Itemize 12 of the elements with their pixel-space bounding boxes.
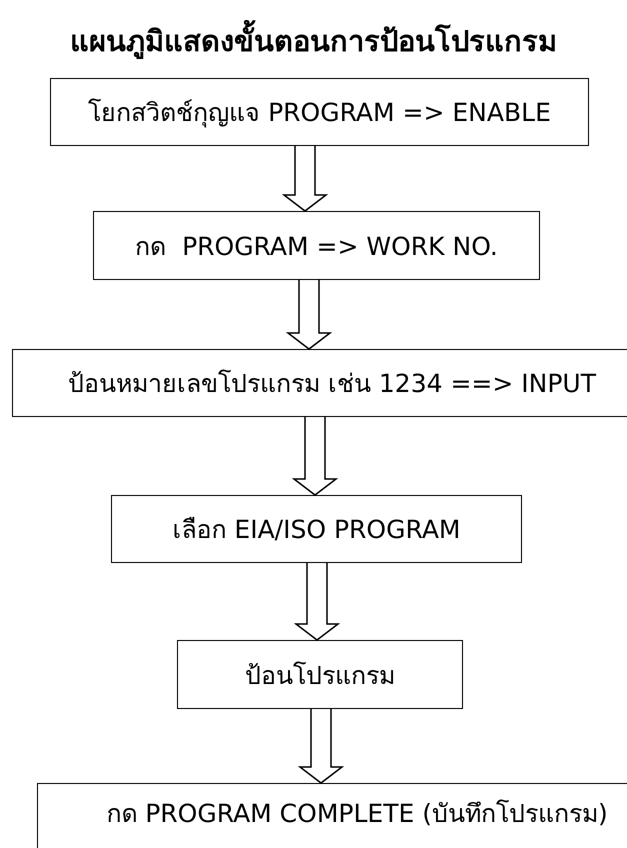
process-box: เลือก EIA/ISO PROGRAM xyxy=(111,495,522,563)
process-box: กด PROGRAM COMPLETE (บันทึกโปรแกรม) xyxy=(37,783,627,848)
block-arrow xyxy=(282,145,328,212)
block-arrow xyxy=(292,416,338,496)
block-arrow xyxy=(286,279,332,350)
process-box: ป้อนหมายเลขโปรแกรม เช่น 1234 ==> INPUT xyxy=(12,349,627,417)
process-box: โยกสวิตช์กุญแจ PROGRAM => ENABLE xyxy=(50,78,589,146)
process-box: ป้อนโปรแกรม xyxy=(177,640,463,709)
title: แผนภูมิแสดงขั้นตอนการป้อนโปรแกรม xyxy=(0,18,627,64)
block-arrow xyxy=(294,562,340,641)
block-arrow xyxy=(298,708,344,784)
process-box: กด PROGRAM => WORK NO. xyxy=(93,211,540,280)
